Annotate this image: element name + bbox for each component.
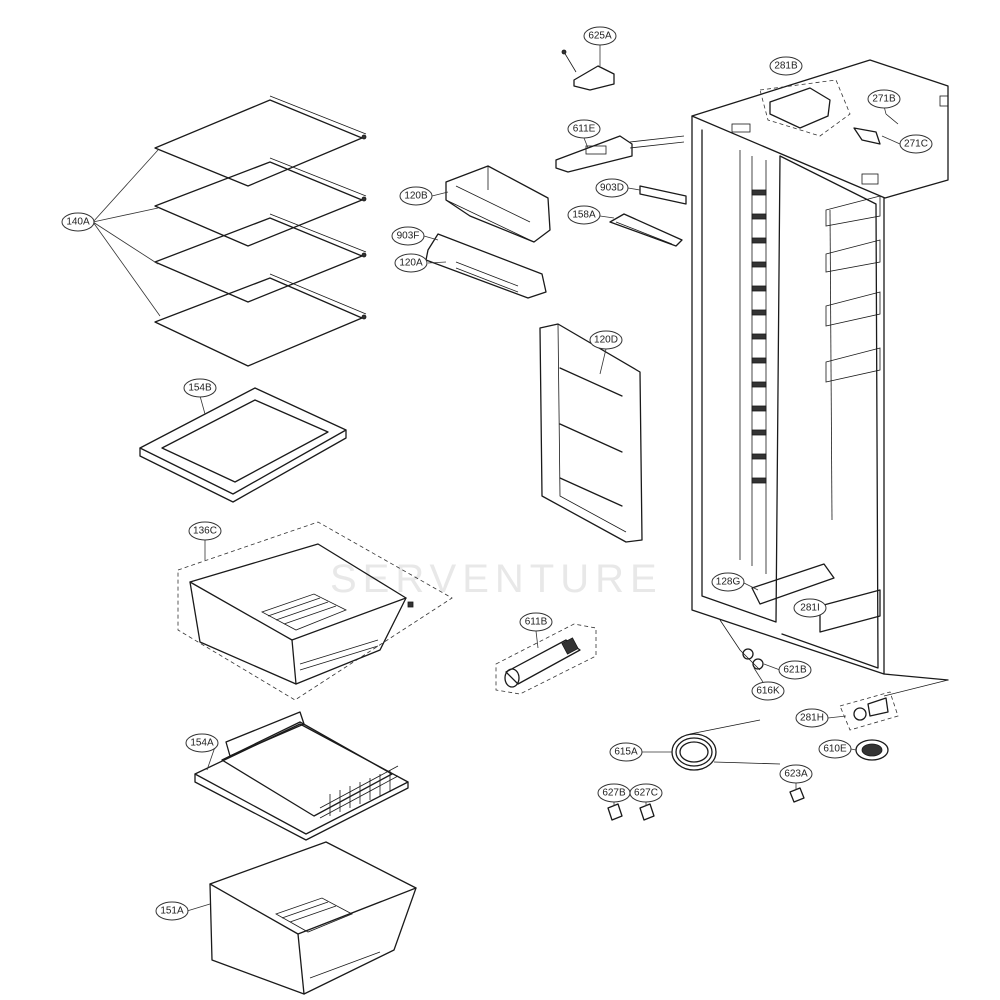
label-271B: 271B [872,94,896,105]
clip-627B [607,800,623,821]
label-281B: 281B [774,61,798,72]
label-615A: 615A [614,747,638,758]
clip-627C [639,802,655,821]
label-128G: 128G [716,577,741,588]
callout-611E: 611E [567,119,601,139]
shelf-3 [154,213,367,303]
callout-616K: 616K [751,681,785,701]
callout-158A: 158A [567,205,601,225]
callout-903D: 903D [595,178,629,198]
callout-281H: 281H [795,708,829,728]
lower-assembly [719,563,881,691]
vegetable-drawer-151A [186,841,417,995]
label-611E: 611E [573,124,596,135]
cover-120A [423,233,547,299]
callout-271B: 271B [867,89,901,109]
label-621B: 621B [783,665,807,676]
part-271B [853,105,899,145]
callout-627B: 627B [597,783,631,803]
water-filter-611B [495,623,597,695]
part-158A [599,213,683,247]
part-625A [561,45,615,91]
callout-621B: 621B [778,660,812,680]
label-903F: 903F [397,231,420,242]
callout-128G: 128G [711,572,745,592]
shelf-slots [751,189,767,484]
watermark-text: SERVENTURE [330,557,663,601]
label-140A: 140A [66,217,90,228]
label-158A: 158A [572,210,596,221]
label-627C: 627C [634,788,658,799]
callout-151A: 151A [155,901,189,921]
label-616K: 616K [756,686,780,697]
label-611B: 611B [525,617,548,628]
callout-271C: 271C [899,134,933,154]
callout-903F: 903F [391,226,425,246]
shelf-4 [154,273,367,367]
shelf-2 [154,157,367,247]
callout-120D: 120D [589,330,623,350]
label-151A: 151A [160,906,184,917]
callout-120B: 120B [399,186,433,206]
part-281H [827,691,899,731]
callout-615A: 615A [609,742,643,762]
callout-154B: 154B [183,378,217,398]
glass-shelves-140A [92,95,367,367]
callout-627C: 627C [629,783,663,803]
crisper-cover-154A [194,711,409,841]
shelf-1 [154,95,367,187]
callout-625A: 625A [583,26,617,46]
panel-120D [539,323,643,543]
clip-623A [789,782,805,803]
housing-120B [431,165,551,243]
door-bins [825,195,881,383]
part-903D [627,185,687,205]
label-625A: 625A [588,31,612,42]
callout-140A: 140A [61,212,95,232]
label-120B: 120B [404,191,428,202]
label-120D: 120D [594,335,618,346]
callout-281I: 281I [793,598,827,618]
shelf-frame-154B [139,387,347,503]
valve-611E [555,135,685,173]
callout-610E: 610E [818,739,852,759]
label-154B: 154B [188,383,212,394]
callout-136C: 136C [188,521,222,541]
refrigerator-cabinet [691,59,949,697]
tube-coil-615A [642,719,781,771]
leaders-140A [92,149,161,317]
label-120A: 120A [399,258,423,269]
crisper-drawer-136C [177,521,453,701]
label-610E: 610E [823,744,847,755]
label-281H: 281H [800,713,824,724]
label-136C: 136C [193,526,217,537]
callout-154A: 154A [185,733,219,753]
callout-120A: 120A [394,253,428,273]
callout-623A: 623A [779,764,813,784]
callout-611B: 611B [519,612,553,632]
label-903D: 903D [600,183,624,194]
label-623A: 623A [784,769,808,780]
watermark: SERVENTURE [330,557,663,601]
label-154A: 154A [190,738,214,749]
label-281I: 281I [800,603,819,614]
callout-281B: 281B [769,56,803,76]
label-627B: 627B [602,788,626,799]
part-610E [850,739,889,761]
cabinet-top-details [731,95,949,185]
label-271C: 271C [904,139,928,150]
hinge-281B [759,79,851,137]
